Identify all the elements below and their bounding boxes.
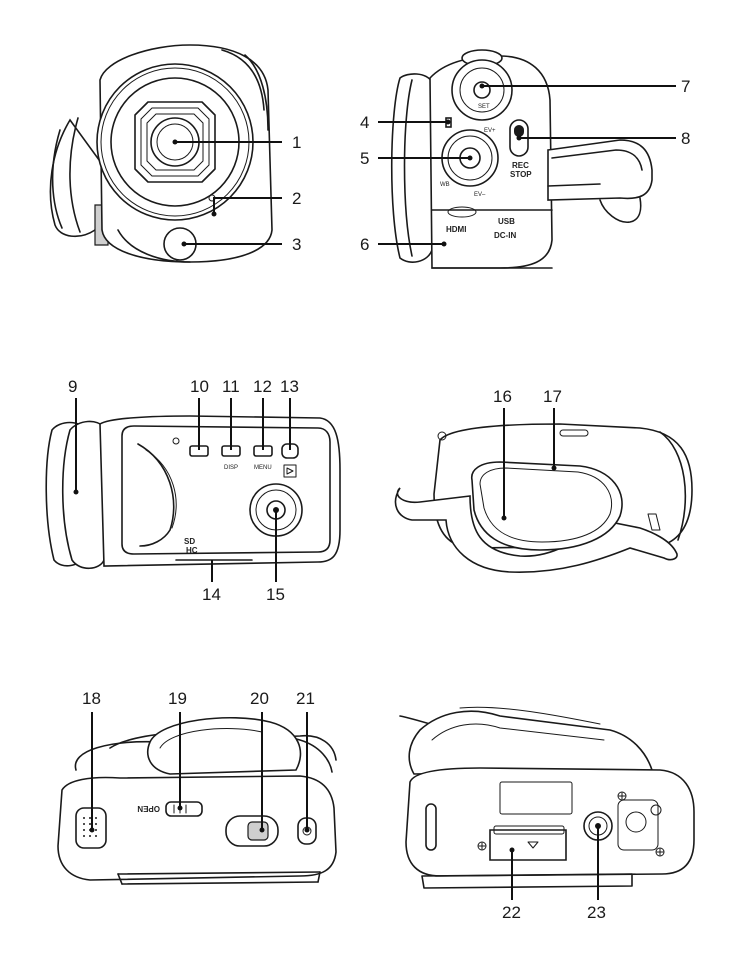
callout-3: 3 (292, 235, 301, 254)
callout-20: 20 (250, 689, 269, 708)
bottom-view: 22 23 (400, 707, 694, 922)
stop-label: STOP (510, 170, 532, 179)
callout-23: 23 (587, 903, 606, 922)
callout-5: 5 (360, 149, 369, 168)
open-label: OPEN (137, 804, 160, 813)
callout-22: 22 (502, 903, 521, 922)
callout-16: 16 (493, 387, 512, 406)
disp-label: DISP (224, 465, 238, 471)
callout-19: 19 (168, 689, 187, 708)
ev-minus-label: EV– (474, 192, 486, 198)
callout-18: 18 (82, 689, 101, 708)
hdmi-label: HDMI (446, 225, 466, 234)
callout-7: 7 (681, 77, 690, 96)
hc-label: HC (186, 546, 198, 555)
front-view: 1 2 3 (50, 45, 301, 262)
callout-21: 21 (296, 689, 315, 708)
callout-2: 2 (292, 189, 301, 208)
rec-label: REC (512, 161, 529, 170)
callout-6: 6 (360, 235, 369, 254)
wb-label: WB (440, 182, 450, 188)
callout-9: 9 (68, 377, 77, 396)
top-view: OPEN 18 19 20 21 (58, 689, 336, 884)
callout-15: 15 (266, 585, 285, 604)
lcd-view: DISP MENU SD HC 9 10 11 12 13 14 15 (46, 377, 340, 604)
callout-8: 8 (681, 129, 690, 148)
callout-13: 13 (280, 377, 299, 396)
callout-1: 1 (292, 133, 301, 152)
ev-plus-label: EV+ (484, 128, 496, 134)
callout-17: 17 (543, 387, 562, 406)
menu-label: MENU (254, 465, 272, 471)
callout-14: 14 (202, 585, 221, 604)
callout-12: 12 (253, 377, 272, 396)
grip-view: 16 17 (396, 387, 692, 572)
dcin-label: DC-IN (494, 231, 516, 240)
sd-label: SD (184, 537, 195, 546)
set-label: SET (478, 104, 490, 110)
callout-11: 11 (222, 377, 240, 396)
usb-label: USB (498, 217, 515, 226)
callout-4: 4 (360, 113, 369, 132)
side-view: SET EV+ EV– WB REC STOP HDMI USB DC-IN 4… (360, 50, 690, 268)
callout-10: 10 (190, 377, 209, 396)
